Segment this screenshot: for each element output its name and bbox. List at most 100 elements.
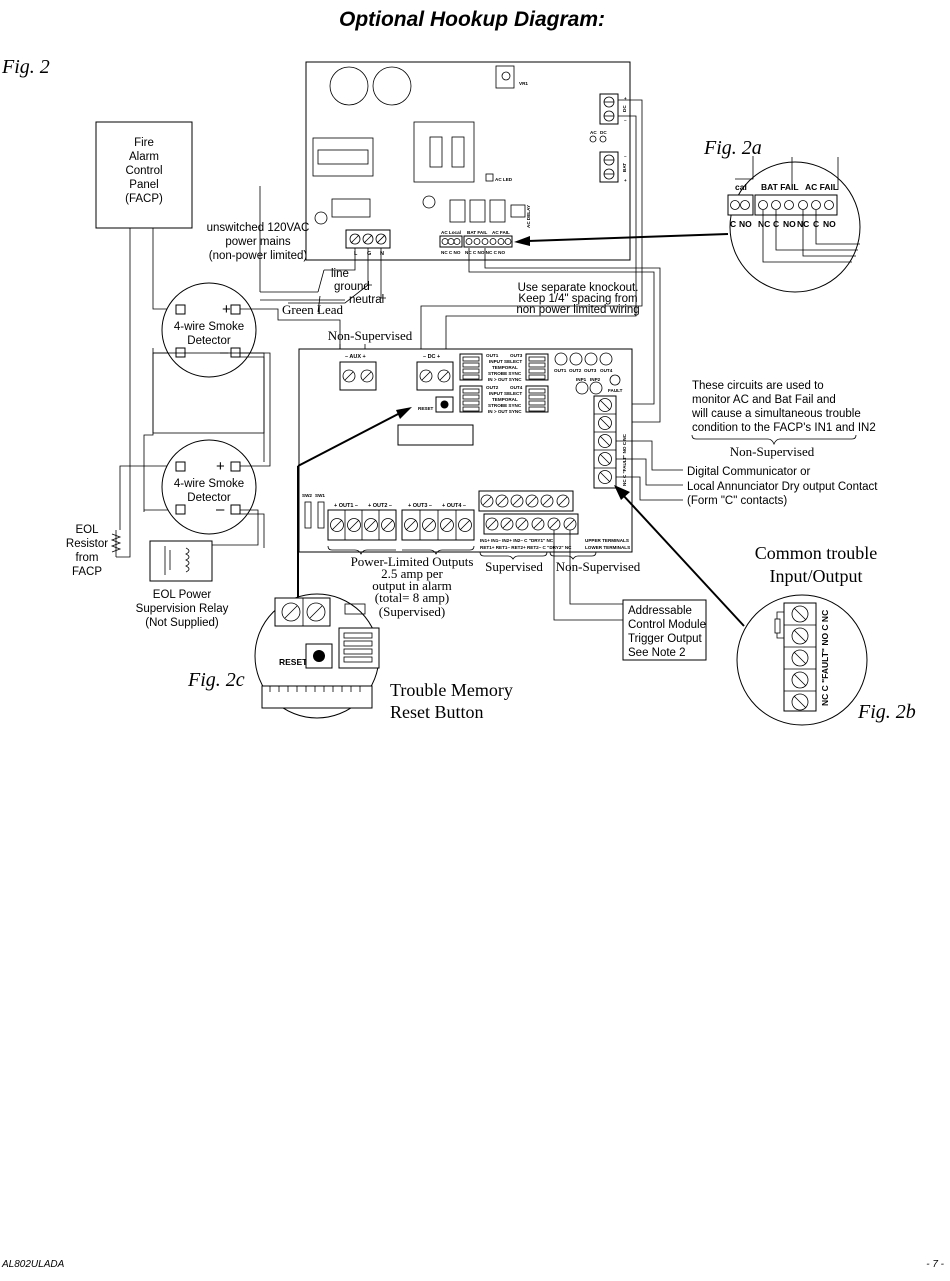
smoke-detector-2: + – 4-wire Smoke Detector xyxy=(161,439,257,535)
out3-label: + OUT3 – xyxy=(408,503,432,509)
led-out3: OUT3 xyxy=(584,368,597,373)
fig-2a-label: Fig. 2a xyxy=(703,137,762,159)
sd2-label-2: Detector xyxy=(187,492,231,504)
dc-led-tag: DC xyxy=(600,130,607,135)
eol-relay-label-1: EOL Power xyxy=(153,589,212,601)
led-out1: OUT1 xyxy=(554,368,567,373)
eol-resistor-label-3: from xyxy=(76,552,99,564)
board-to-module-wiring xyxy=(420,99,661,423)
mains-term-l: L xyxy=(354,251,358,257)
blk2-a: OUT2 xyxy=(486,385,499,390)
sd1-label-2: Detector xyxy=(187,335,231,347)
facp-label-1: Fire xyxy=(134,137,154,149)
circuits-note-2: monitor AC and Bat Fail and xyxy=(692,394,836,406)
fig2a-t2: NO xyxy=(739,219,752,229)
blk2-e: STROBE SYNC xyxy=(488,403,522,408)
sw1-label: SW1 xyxy=(315,493,325,498)
non-supervised-right: Non-Supervised xyxy=(730,444,815,459)
upper-terminals-label: UPPER TERMINALS xyxy=(585,538,629,543)
eol-resistor: EOL Resistor from FACP xyxy=(66,524,108,578)
common-trouble-2: Input/Output xyxy=(770,566,863,586)
blk1-f: IN > OUT SYNC xyxy=(488,377,522,382)
addressable-1: Addressable xyxy=(628,605,692,617)
knockout-label-1: Use separate knockout. xyxy=(518,282,639,294)
mains-label-1: unswitched 120VAC xyxy=(207,222,310,234)
knockout-label-2: Keep 1/4" spacing from xyxy=(518,293,637,305)
ac-local-label: AC Local xyxy=(441,230,461,235)
led-out4: OUT4 xyxy=(600,368,613,373)
fig2a-bat-fail: BAT FAIL xyxy=(761,182,799,192)
eol-resistor-label-4: FACP xyxy=(72,566,102,578)
circuits-note: These circuits are used to monitor AC an… xyxy=(691,380,876,459)
knockout-label-3: non power limited wiring xyxy=(516,304,639,316)
digital-communicator-note: Digital Communicator or Local Annunciato… xyxy=(687,466,878,507)
addressable-4: See Note 2 xyxy=(628,647,686,659)
dc-plus: + xyxy=(624,96,627,101)
power-limited-5: (Supervised) xyxy=(379,604,445,619)
addressable-2: Control Module xyxy=(628,619,706,631)
addressable-3: Trigger Output xyxy=(628,633,703,645)
dc-minus: – xyxy=(624,118,627,123)
power-supply-board: VR1 AC LED AC DC AC DELAY + DC – xyxy=(305,61,631,261)
green-lead-label: Green Lead xyxy=(282,302,343,317)
upper-row-labels: IN1+ IN1– IN2+ IN2– C "DRY1" NC xyxy=(480,538,554,543)
mains-ground-label: ground xyxy=(334,281,370,293)
mains-line-label: line xyxy=(331,268,349,280)
bat-fail-small: BAT FAIL xyxy=(467,230,488,235)
fault-terms-label: NC C "FAULT" NO C NC xyxy=(622,433,627,486)
facp-box: Fire Alarm Control Panel (FACP) xyxy=(95,121,193,229)
led-inp1: INP1 xyxy=(576,377,587,382)
mains-neutral-label: neutral xyxy=(349,294,384,306)
footer-model: AL802ULADA xyxy=(1,1259,65,1270)
aux-term-label: – AUX + xyxy=(345,354,366,360)
mains-wiring: unswitched 120VAC power mains (non-power… xyxy=(207,186,386,317)
power-limited-2: 2.5 amp per xyxy=(381,566,443,581)
mains-label-2: power mains xyxy=(225,236,290,248)
fig2a-ac-fail: AC FAIL xyxy=(805,182,838,192)
circuits-note-4: condition to the FACP's IN1 and IN2 xyxy=(692,422,876,434)
fig2a-cal: cal xyxy=(735,182,747,192)
lower-terminals-label: LOWER TERMINALS xyxy=(585,545,630,550)
led-out2: OUT2 xyxy=(569,368,582,373)
trouble-memory-1: Trouble Memory xyxy=(390,680,513,700)
digital-note-1: Digital Communicator or xyxy=(687,466,811,478)
blk1-e: STROBE SYNC xyxy=(488,371,522,376)
ac-led-label: AC LED xyxy=(495,177,513,182)
ac-local-terms: NC C NO xyxy=(441,250,461,255)
non-supervised-bottom: Non-Supervised xyxy=(556,559,641,574)
blk1-c: INPUT SELECT xyxy=(489,359,522,364)
out4-label: + OUT4 – xyxy=(442,503,466,509)
addressable-module: Addressable Control Module Trigger Outpu… xyxy=(553,530,707,661)
fig-2-label: Fig. 2 xyxy=(1,56,50,78)
trouble-memory-2: Reset Button xyxy=(390,702,484,722)
digital-note-2: Local Annunciator Dry output Contact xyxy=(687,481,878,493)
footer-page-number: - 7 - xyxy=(926,1259,944,1270)
blk2-c: INPUT SELECT xyxy=(489,391,522,396)
circuits-note-3: will cause a simultaneous trouble xyxy=(691,408,861,420)
blk2-b: OUT4 xyxy=(510,385,523,390)
bat-plus: + xyxy=(624,178,627,183)
lower-row-labels: RET1+ RET1– RET2+ RET2– C "DRY2" NC xyxy=(480,545,572,550)
blk2-f: IN > OUT SYNC xyxy=(488,409,522,414)
module-reset-label: RESET xyxy=(418,406,434,411)
page-title: Optional Hookup Diagram: xyxy=(339,8,605,31)
out1-label: + OUT1 – xyxy=(334,503,358,509)
fig2a-t5: NO xyxy=(783,219,796,229)
knockout-note: Use separate knockout. Keep 1/4" spacing… xyxy=(516,282,639,316)
vr1-label: VR1 xyxy=(519,81,528,86)
dc-term-label: DC xyxy=(622,105,627,112)
eol-relay-label-3: (Not Supplied) xyxy=(145,617,219,629)
fig2a-t3: NC xyxy=(758,219,770,229)
ac-led-tag: AC xyxy=(590,130,597,135)
fig2a-t8: NO xyxy=(823,219,836,229)
aux-non-supervised: Non-Supervised xyxy=(328,328,413,343)
fig-2c-magnifier: RESET Fig. 2c Trouble Memory Reset Butto… xyxy=(187,407,513,722)
mains-term-n: N xyxy=(380,251,384,257)
facp-label-3: Control xyxy=(125,165,162,177)
smoke-detector-wiring xyxy=(110,308,341,557)
fig-2b-label: Fig. 2b xyxy=(857,701,916,723)
sd2-minus: – xyxy=(216,501,225,518)
fault-led-label: FAULT xyxy=(608,388,623,393)
circuits-note-1: These circuits are used to xyxy=(692,380,824,392)
blk1-d: TEMPORAL xyxy=(492,365,518,370)
